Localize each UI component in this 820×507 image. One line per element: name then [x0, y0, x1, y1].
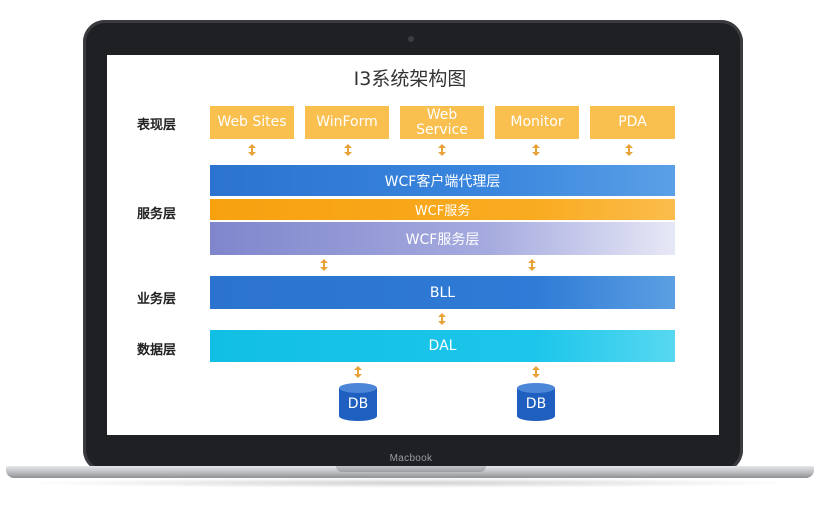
bar-wcf-client-proxy-label: WCF客户端代理层	[384, 173, 501, 190]
double-arrow-icon	[528, 259, 536, 271]
bar-wcf-service-layer: WCF服务层	[210, 222, 675, 255]
laptop-brand: Macbook	[389, 453, 433, 464]
double-arrow-icon	[248, 144, 256, 156]
laptop-notch	[336, 466, 486, 472]
bar-bll: BLL	[210, 276, 675, 309]
box-web-service: Web Service	[400, 106, 484, 139]
box-web-service-label: Web Service	[416, 106, 468, 138]
camera-icon	[408, 36, 414, 42]
double-arrow-icon	[344, 144, 352, 156]
layer-label-presentation: 表现层	[137, 118, 177, 133]
double-arrow-icon	[354, 366, 362, 378]
box-monitor-label: Monitor	[510, 114, 564, 130]
layer-label-service: 服务层	[137, 207, 177, 222]
bar-wcf-client-proxy: WCF客户端代理层	[210, 165, 675, 196]
bar-dal-label: DAL	[428, 338, 457, 354]
double-arrow-icon	[438, 144, 446, 156]
double-arrow-icon	[320, 259, 328, 271]
double-arrow-icon	[532, 366, 540, 378]
laptop-shadow	[20, 478, 800, 488]
double-arrow-icon	[438, 313, 446, 325]
box-winform-label: WinForm	[316, 114, 378, 130]
layer-label-data: 数据层	[137, 343, 177, 358]
box-monitor: Monitor	[495, 106, 579, 139]
box-pda-label: PDA	[618, 114, 647, 130]
bar-dal: DAL	[210, 330, 675, 362]
database-label: DB	[525, 396, 547, 412]
box-web-sites: Web Sites	[210, 106, 294, 139]
double-arrow-icon	[532, 144, 540, 156]
database-label: DB	[347, 396, 369, 412]
bar-wcf-service: WCF服务	[210, 199, 675, 220]
bar-bll-label: BLL	[429, 284, 456, 301]
bar-wcf-service-label: WCF服务	[414, 204, 471, 219]
diagram-title: I3系统架构图	[353, 68, 467, 90]
box-winform: WinForm	[305, 106, 389, 139]
double-arrow-icon	[625, 144, 633, 156]
database-icon	[339, 383, 377, 421]
laptop-base	[6, 466, 814, 478]
database-icon	[517, 383, 555, 421]
bar-wcf-service-layer-label: WCF服务层	[405, 231, 480, 248]
box-web-sites-label: Web Sites	[217, 114, 287, 130]
layer-label-business: 业务层	[137, 292, 177, 307]
box-pda: PDA	[590, 106, 675, 139]
